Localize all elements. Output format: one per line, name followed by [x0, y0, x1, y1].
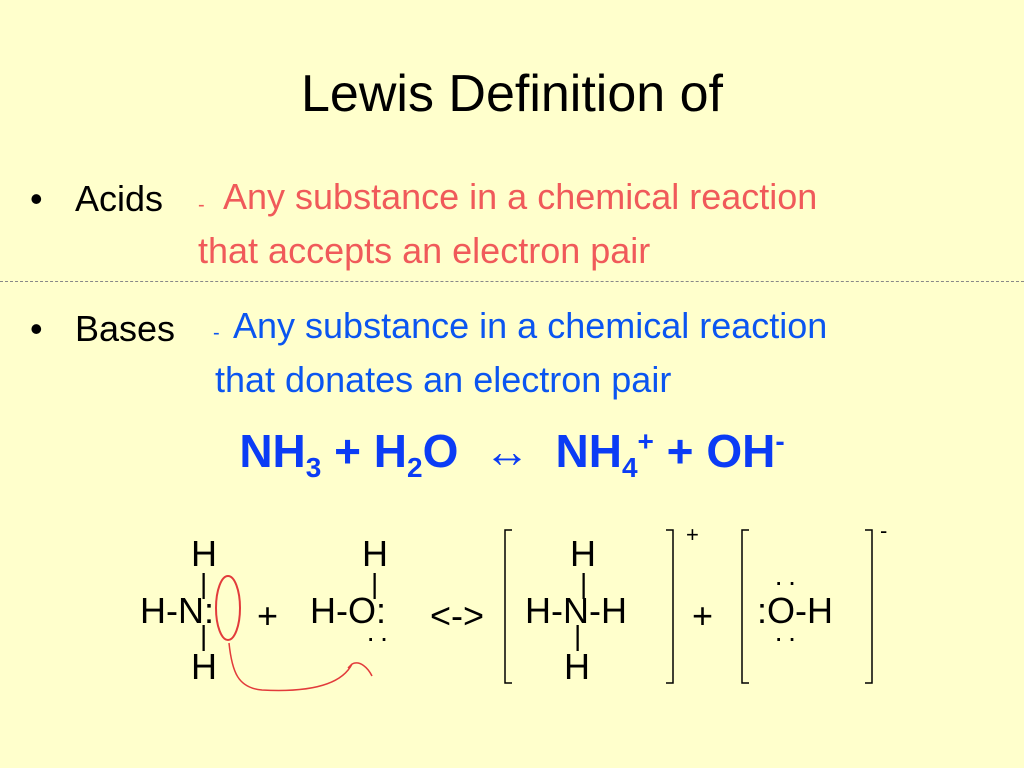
oh-bottom-lone-pair: ·· — [774, 622, 801, 653]
nh4-left-bracket — [504, 529, 512, 684]
lewis-reversible-arrow: <-> — [430, 595, 485, 636]
h2o-middle: H-O: — [310, 590, 386, 631]
nh3-bottom-bond: | — [200, 620, 208, 651]
oh-right-bracket — [865, 529, 873, 684]
electron-transfer-arrowhead — [347, 662, 373, 677]
nh4-top-h: H — [570, 533, 596, 574]
oh-top-lone-pair: ·· — [774, 566, 801, 597]
bases-bullet-marker: • — [30, 308, 43, 349]
eq-nh4: NH4+ — [555, 425, 654, 484]
chemical-equation: NH3 + H2O ↔ NH4+ + OH- — [0, 424, 1024, 484]
eq-arrow: ↔ — [458, 425, 556, 477]
nh4-brackets — [504, 529, 674, 684]
lone-pair-circle — [215, 575, 241, 641]
acids-definition-line1: Any substance in a chemical reaction — [223, 176, 818, 217]
slide-title: Lewis Definition of — [301, 65, 723, 123]
bases-definition-line2: that donates an electron pair — [215, 359, 672, 400]
eq-plus-2: + — [653, 425, 707, 477]
lewis-plus-2: + — [692, 595, 714, 636]
nh3-bottom-h: H — [191, 646, 217, 687]
acids-dash: - — [198, 194, 205, 216]
h2o-lone-pair: ·· — [366, 622, 393, 653]
nh3-top-bond: | — [200, 568, 208, 599]
eq-plus-1: + — [321, 425, 374, 477]
oh-charge: - — [880, 518, 888, 543]
bases-term: Bases — [75, 308, 176, 349]
divider — [0, 281, 1024, 282]
oh-left-bracket — [741, 529, 749, 684]
bases-dash: - — [213, 322, 220, 344]
nh4-top-bond: | — [580, 568, 588, 599]
nh4-right-bracket — [666, 529, 674, 684]
nh4-bottom-h: H — [564, 646, 590, 687]
nh3-top-h: H — [191, 533, 217, 574]
h2o-top-bond: | — [371, 568, 379, 599]
acids-term: Acids — [75, 178, 164, 219]
oh-middle: :O-H — [757, 590, 833, 631]
nh4-bottom-bond: | — [574, 620, 582, 651]
eq-oh: OH- — [706, 425, 785, 477]
oh-brackets — [741, 529, 873, 684]
eq-nh3: NH3 — [239, 425, 322, 484]
lewis-plus-1: + — [257, 595, 279, 636]
nh4-charge: + — [686, 522, 699, 547]
nh3-middle: H-N: — [140, 590, 214, 631]
acids-bullet-marker: • — [30, 178, 43, 219]
bases-definition-line1: Any substance in a chemical reaction — [233, 305, 828, 346]
h2o-top-h: H — [362, 533, 388, 574]
acids-definition-line2: that accepts an electron pair — [198, 230, 651, 271]
nh4-middle: H-N-H — [525, 590, 627, 631]
eq-h2o: H2O — [373, 425, 459, 484]
electron-transfer-arrow — [228, 642, 353, 692]
